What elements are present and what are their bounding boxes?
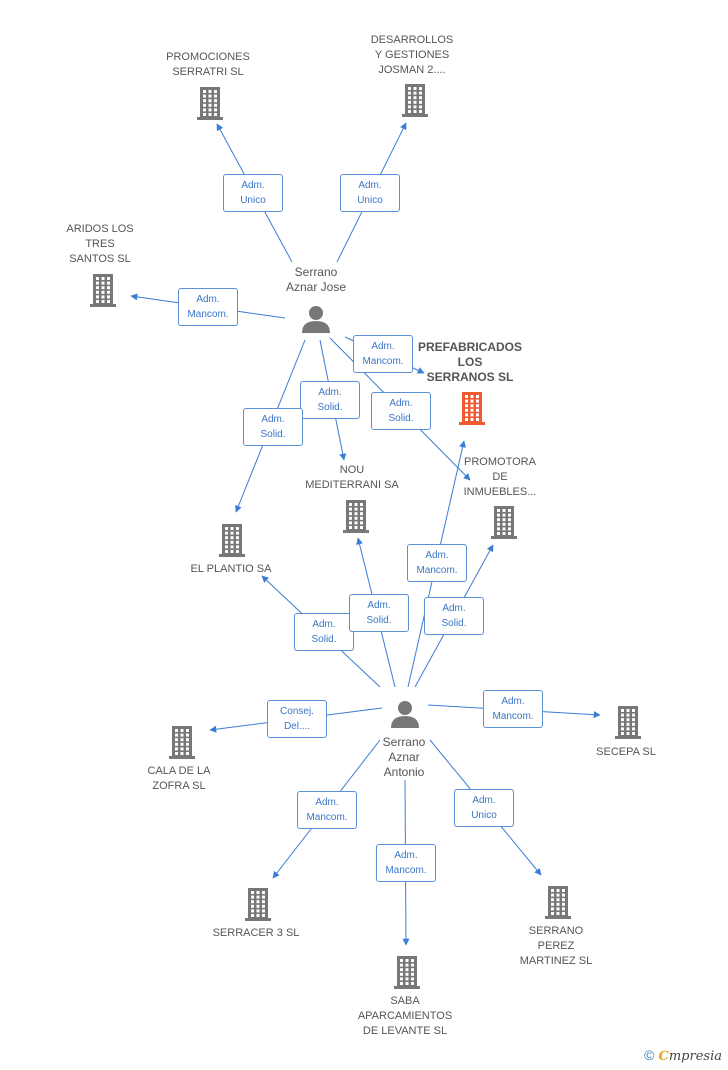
- building-icon[interactable]: [343, 500, 369, 533]
- company-label[interactable]: NOU MEDITERRANI SA: [305, 464, 399, 491]
- building-icon[interactable]: [394, 956, 420, 989]
- edge-label[interactable]: Adm. Solid.: [371, 392, 431, 430]
- edge-label[interactable]: Adm. Mancom.: [376, 844, 436, 882]
- person-label[interactable]: Serrano Aznar Jose: [285, 265, 347, 294]
- building-icon[interactable]: [197, 87, 223, 120]
- footer-brand: ©Cmpresia: [644, 1047, 722, 1064]
- brand-logo: Cmpresia: [658, 1049, 723, 1064]
- edge-label[interactable]: Adm. Unico: [340, 174, 400, 212]
- building-icon[interactable]: [459, 392, 485, 425]
- building-icon[interactable]: [90, 274, 116, 307]
- edge-label[interactable]: Adm. Mancom.: [407, 544, 467, 582]
- person-label[interactable]: Serrano Aznar Antonio: [382, 735, 426, 779]
- company-label[interactable]: ARIDOS LOS TRES SANTOS SL: [66, 223, 134, 265]
- edge-label[interactable]: Adm. Solid.: [349, 594, 409, 632]
- person-icon[interactable]: [302, 306, 330, 333]
- edge-label[interactable]: Adm. Mancom.: [178, 288, 238, 326]
- building-icon[interactable]: [545, 886, 571, 919]
- company-label[interactable]: SECEPA SL: [596, 746, 656, 758]
- company-label[interactable]: PROMOCIONES SERRATRI SL: [166, 51, 250, 78]
- edge-label[interactable]: Adm. Mancom.: [297, 791, 357, 829]
- edge-label[interactable]: Consej. Del....: [267, 700, 327, 738]
- building-icon[interactable]: [491, 506, 517, 539]
- company-label[interactable]: SABA APARCAMIENTOS DE LEVANTE SL: [357, 995, 453, 1037]
- edge-label[interactable]: Adm. Unico: [454, 789, 514, 827]
- company-label[interactable]: CALA DE LA ZOFRA SL: [147, 765, 211, 792]
- building-icon[interactable]: [615, 706, 641, 739]
- copyright-icon: ©: [644, 1047, 655, 1063]
- company-label[interactable]: SERRANO PEREZ MARTINEZ SL: [519, 925, 593, 967]
- company-label[interactable]: SERRACER 3 SL: [212, 927, 300, 939]
- building-icon[interactable]: [402, 84, 428, 117]
- edge-label[interactable]: Adm. Mancom.: [353, 335, 413, 373]
- person-icon[interactable]: [391, 701, 419, 728]
- edge-label[interactable]: Adm. Solid.: [300, 381, 360, 419]
- edges-layer: [130, 122, 601, 946]
- edge-label[interactable]: Adm. Solid.: [294, 613, 354, 651]
- edge-label[interactable]: Adm. Solid.: [243, 408, 303, 446]
- building-icon[interactable]: [219, 524, 245, 557]
- company-label[interactable]: EL PLANTIO SA: [190, 563, 272, 575]
- edge-label[interactable]: Adm. Mancom.: [483, 690, 543, 728]
- company-label[interactable]: DESARROLLOS Y GESTIONES JOSMAN 2....: [370, 34, 454, 76]
- edge-label[interactable]: Adm. Unico: [223, 174, 283, 212]
- company-label[interactable]: PROMOTORA DE INMUEBLES...: [463, 456, 537, 498]
- nodes-layer: [90, 84, 641, 989]
- building-icon[interactable]: [245, 888, 271, 921]
- building-icon[interactable]: [169, 726, 195, 759]
- main-company-label[interactable]: PREFABRICADOS LOS SERRANOS SL: [417, 340, 522, 384]
- edge-label[interactable]: Adm. Solid.: [424, 597, 484, 635]
